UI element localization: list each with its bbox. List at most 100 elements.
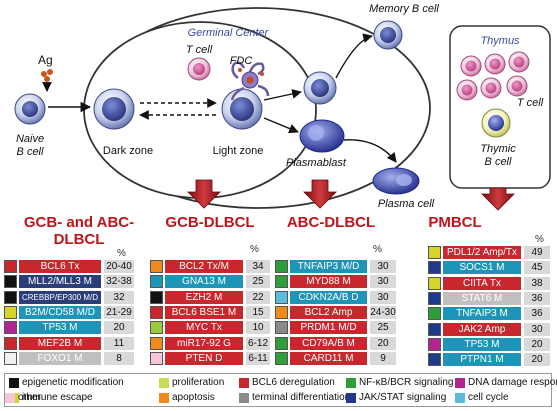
- legend-label: cell cycle: [468, 392, 509, 403]
- fdc-label: FDC: [230, 55, 253, 67]
- category-chip: [428, 276, 441, 290]
- gene-label: BCL6 Tx: [19, 260, 101, 273]
- gene-label: FOXO1 M: [19, 351, 101, 365]
- section-title-pmbcl: PMBCL: [410, 214, 500, 231]
- gene-frequency: 10: [246, 321, 270, 335]
- gene-label: B2M/CD58 M/D: [19, 305, 101, 319]
- arrow-to-gcb-abc: [187, 179, 221, 209]
- gene-frequency: 15: [246, 305, 270, 319]
- gene-label: CIITA Tx: [443, 276, 521, 290]
- gc-t-cell-label: T cell: [186, 44, 213, 56]
- legend-swatch: [5, 393, 15, 403]
- legend-label: epigenetic modification: [22, 377, 124, 388]
- arrow-to-abc: [303, 179, 337, 209]
- light-zone-cell-icon: [221, 88, 263, 130]
- gene-frequency: 11: [104, 336, 134, 350]
- naive-label-line2: B cell: [17, 146, 44, 158]
- thymic-b-label-line1: Thymic: [480, 143, 516, 155]
- gene-frequency: 30: [524, 322, 550, 336]
- memory-label: Memory B cell: [369, 3, 439, 15]
- thymus-t-cell-cluster-icon: [456, 51, 530, 101]
- category-chip: [275, 321, 288, 335]
- gene-label: PTEN D: [165, 351, 243, 365]
- gene-frequency: 24-30: [370, 305, 396, 319]
- category-chip: [150, 290, 163, 304]
- exit-to-memory-arrow: [335, 33, 373, 79]
- gene-label: miR17-92 G: [165, 336, 243, 350]
- gene-label: CDKN2A/B D: [290, 290, 367, 304]
- legend-swatch: [346, 378, 356, 388]
- category-chip: [150, 260, 163, 273]
- section-title-abc: ABC-DLBCL: [272, 214, 390, 231]
- gene-label: PTPN1 M: [443, 353, 521, 367]
- gene-frequency: 34: [246, 260, 270, 273]
- thymus-t-cell-label: T cell: [517, 97, 544, 109]
- gene-frequency: 9: [370, 351, 396, 365]
- category-chip: [428, 353, 441, 367]
- gene-frequency: 20: [370, 336, 396, 350]
- plasmablast-to-plasma-arrow: [343, 139, 397, 163]
- category-chip: [150, 336, 163, 350]
- gene-frequency: 21-29: [104, 305, 134, 319]
- gene-frequency: 32-38: [104, 275, 134, 289]
- category-chip: [275, 260, 288, 273]
- gene-label: MEF2B M: [19, 336, 101, 350]
- category-chip: [428, 337, 441, 351]
- gene-frequency: 20: [104, 321, 134, 335]
- thymus-label: Thymus: [480, 35, 520, 47]
- category-chip: [150, 351, 163, 365]
- gene-frequency: 6-11: [246, 351, 270, 365]
- gene-label: CARD11 M: [290, 351, 367, 365]
- legend-swatch: [9, 378, 19, 388]
- pct-header-gcb: %: [250, 244, 259, 255]
- dark-zone-label: Dark zone: [103, 145, 153, 157]
- gene-label: JAK2 Amp: [443, 322, 521, 336]
- gc-exit-cell-icon: [303, 71, 337, 105]
- gene-frequency: 20-40: [104, 260, 134, 273]
- thymic-b-label-line2: B cell: [485, 156, 512, 168]
- arrow-to-pmbcl: [481, 187, 515, 211]
- gene-label: TNFAIP3 M/D: [290, 260, 367, 273]
- gene-frequency: 36: [524, 291, 550, 305]
- legend-label: NF-κB/BCR signaling: [359, 377, 454, 388]
- category-chip: [428, 322, 441, 336]
- category-chip: [428, 246, 441, 259]
- pct-header-abc: %: [373, 244, 382, 255]
- category-chip: [4, 351, 17, 365]
- gene-label: STAT6 M: [443, 291, 521, 305]
- gene-label: PRDM1 M/D: [290, 321, 367, 335]
- legend-label: apoptosis: [172, 392, 215, 403]
- legend-swatch: [239, 378, 249, 388]
- legend-label: terminal differentiation: [252, 392, 351, 403]
- legend-swatch: [159, 378, 169, 388]
- gene-label: EZH2 M: [165, 290, 243, 304]
- gene-label: TP53 M: [443, 337, 521, 351]
- gene-frequency: 38: [524, 276, 550, 290]
- naive-label-line1: Naive: [16, 133, 44, 145]
- category-chip: [275, 336, 288, 350]
- category-chip: [4, 260, 17, 273]
- plasma-cell-label: Plasma cell: [378, 198, 435, 210]
- category-chip: [4, 305, 17, 319]
- gene-frequency: 22: [246, 290, 270, 304]
- category-chip: [4, 321, 17, 335]
- category-chip: [428, 261, 441, 275]
- gene-frequency: 30: [370, 260, 396, 273]
